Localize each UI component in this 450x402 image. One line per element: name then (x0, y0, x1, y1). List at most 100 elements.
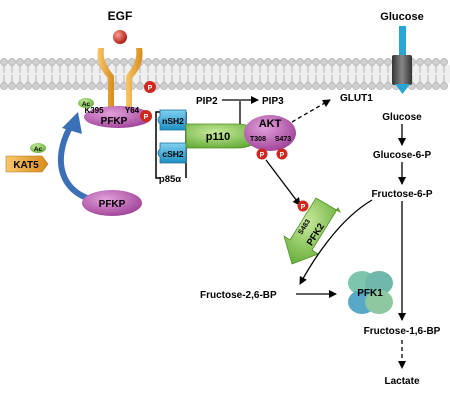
lipid-head (312, 82, 320, 90)
lipid-head (56, 82, 64, 90)
lipid-head (224, 58, 232, 66)
lipid-head (136, 82, 144, 90)
akt-to-pfk2-arrow (265, 159, 301, 206)
egf-label: EGF (108, 9, 133, 23)
lipid-head (432, 58, 440, 66)
lipid-head (312, 58, 320, 66)
s473-label: S473 (275, 136, 291, 143)
t308-label: T308 (250, 136, 266, 143)
ac-badge-kat5 (30, 143, 46, 153)
lipid-head (80, 58, 88, 66)
lipid-head (344, 58, 352, 66)
lipid-head (424, 82, 432, 90)
akt-to-glut1-arrow (291, 99, 331, 123)
lipid-head (40, 82, 48, 90)
kat5-enzyme (5, 155, 49, 173)
lipid-head (208, 82, 216, 90)
lipid-head (200, 58, 208, 66)
lipid-head (368, 58, 376, 66)
phospho-receptor-label: P (148, 85, 153, 92)
lipid-head (0, 58, 8, 66)
lipid-head (8, 82, 16, 90)
lipid-head (248, 58, 256, 66)
ac-label-pfkp: Ac (82, 101, 91, 108)
lipid-head (288, 58, 296, 66)
lipid-head (192, 58, 200, 66)
lipid-head (168, 82, 176, 90)
akt-label: AKT (259, 118, 282, 130)
lipid-head (256, 58, 264, 66)
lipid-head (352, 58, 360, 66)
lipid-head (224, 82, 232, 90)
k395-label: K395 (84, 106, 104, 115)
lipid-head (304, 58, 312, 66)
lipid-head (72, 82, 80, 90)
phospho-t308-label: P (260, 152, 265, 159)
lipid-head (96, 82, 104, 90)
lipid-head (200, 82, 208, 90)
lipid-head (0, 82, 8, 90)
lipid-head (48, 58, 56, 66)
phospho-t308 (256, 148, 268, 160)
glucose-extracellular-label: Glucose (380, 11, 423, 23)
kat5-label: KAT5 (13, 160, 39, 171)
y64-label: Y64 (125, 106, 140, 115)
pfk1-label: PFK1 (357, 288, 383, 299)
lipid-head (232, 58, 240, 66)
lipid-head (416, 82, 424, 90)
pfkp-membrane-blob (84, 106, 152, 128)
lipid-head (160, 58, 168, 66)
phospho-receptor (144, 81, 156, 93)
p110-label: p110 (206, 131, 230, 143)
lipid-head (272, 82, 280, 90)
fructose-1-6-bp-label: Fructose-1,6-BP (364, 326, 441, 337)
pfk1-enzyme (348, 271, 393, 314)
lipid-head (384, 58, 392, 66)
p85a-label: p85α (159, 174, 181, 185)
lipid-head (296, 58, 304, 66)
lipid-head (88, 82, 96, 90)
lipid-head (296, 82, 304, 90)
phospho-s483-label: P (301, 204, 306, 211)
nsh2-label: nSH2 (162, 116, 184, 126)
cell-membrane (0, 58, 450, 90)
glucose-intracellular-label: Glucose (382, 112, 422, 123)
lipid-head (344, 82, 352, 90)
egf-receptor (97, 48, 143, 108)
lipid-head (280, 82, 288, 90)
lipid-head (216, 58, 224, 66)
lipid-head (88, 58, 96, 66)
lipid-head (288, 82, 296, 90)
glut1-label: GLUT1 (340, 93, 373, 104)
lipid-head (48, 82, 56, 90)
egf-ligand (113, 30, 127, 44)
lipid-head (248, 82, 256, 90)
lipid-head (256, 82, 264, 90)
nsh2-domain (157, 109, 187, 131)
csh2-domain (157, 142, 187, 164)
lipid-head (376, 58, 384, 66)
csh2-label: cSH2 (162, 149, 184, 159)
lipid-head (40, 58, 48, 66)
fructose-2-6-bp-label: Fructose-2,6-BP (200, 290, 277, 301)
lipid-head (272, 58, 280, 66)
pfkp-cytosolic-label: PFKP (99, 199, 126, 210)
lipid-head (16, 58, 24, 66)
lipid-head (144, 58, 152, 66)
glucose-6-p-label: Glucose-6-P (373, 150, 432, 161)
pip2-label: PIP2 (196, 96, 218, 107)
lipid-head (208, 58, 216, 66)
lipid-head (320, 82, 328, 90)
lipid-head (264, 82, 272, 90)
lipid-head (376, 82, 384, 90)
lipid-head (304, 82, 312, 90)
lipid-head (360, 58, 368, 66)
lipid-head (176, 58, 184, 66)
lipid-head (32, 82, 40, 90)
lipid-head (240, 58, 248, 66)
lipid-head (184, 58, 192, 66)
lipid-head (320, 58, 328, 66)
lipid-head (424, 58, 432, 66)
lipid-head (328, 58, 336, 66)
